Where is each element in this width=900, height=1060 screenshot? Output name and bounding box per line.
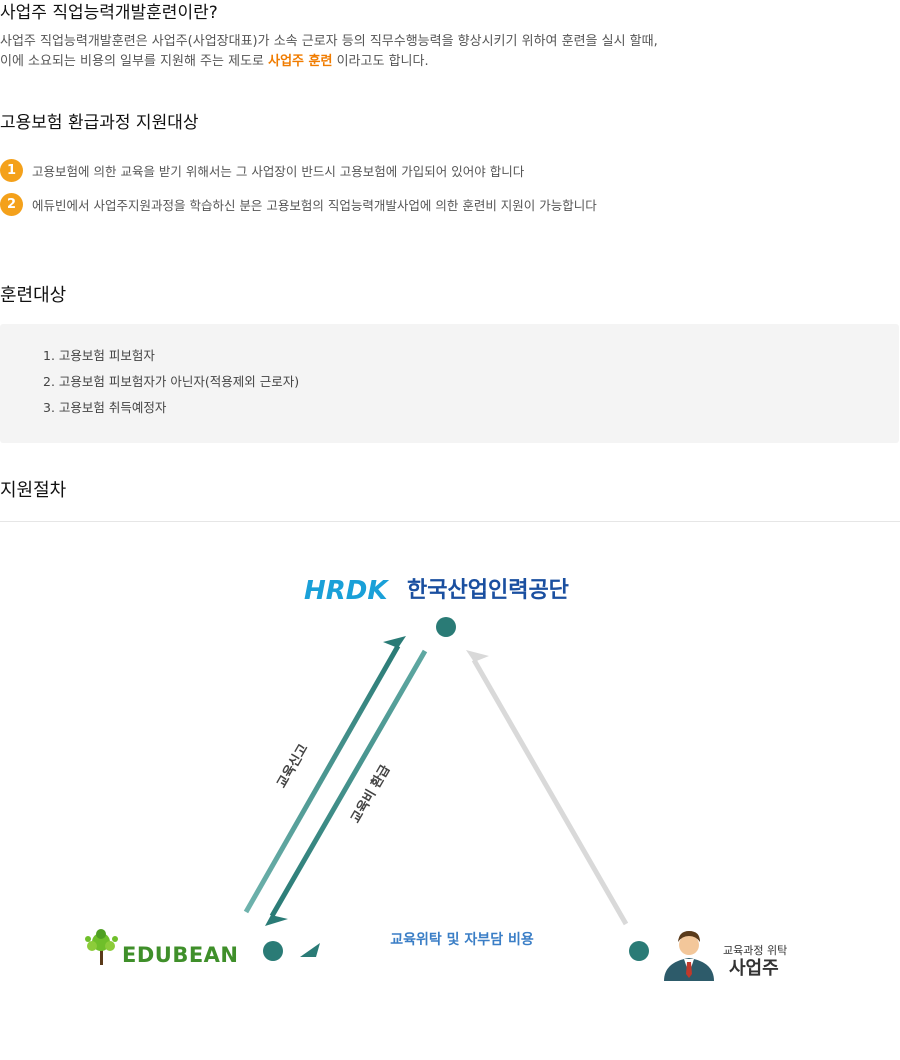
target-title: 훈련대상 (0, 285, 67, 306)
employer-node (629, 941, 649, 961)
page-title: 사업주 직업능력개발훈련이란? (0, 3, 218, 23)
divider (0, 521, 900, 522)
list-item: 1. 고용보험 피보험자 (43, 348, 155, 363)
edubean-logo: EDUBEAN (85, 929, 239, 967)
employer-name: 사업주 (729, 958, 779, 979)
procedure-diagram: HRDK 한국산업인력공단 교육신고 교육비 환급 교육위탁 및 자부담 비용 (85, 576, 787, 981)
hrdk-logo: HRDK 한국산업인력공단 (304, 576, 569, 606)
employer-arrow (466, 650, 629, 926)
list-item: 3. 고용보험 취득예정자 (43, 400, 167, 415)
hrdk-logo-text: HRDK (304, 576, 389, 606)
support-title: 고용보험 환급과정 지원대상 (0, 113, 199, 133)
hrdk-name: 한국산업인력공단 (407, 578, 569, 603)
businessman-icon (664, 931, 714, 981)
support-item: 2 에듀빈에서 사업주지원과정을 학습하신 분은 고용보험의 직업능력개발사업에… (0, 192, 597, 216)
intro-line-2-pre: 이에 소요되는 비용의 일부를 지원해 주는 제도로 (0, 54, 269, 69)
intro-line-2-post: 이라고도 합니다. (332, 54, 429, 69)
intro-line-2: 이에 소요되는 비용의 일부를 지원해 주는 제도로 사업주 훈련 이라고도 합… (0, 52, 900, 72)
target-list: 1. 고용보험 피보험자 2. 고용보험 피보험자가 아닌자(적용제외 근로자)… (43, 345, 299, 423)
intro-text: 사업주 직업능력개발훈련은 사업주(사업장대표)가 소속 근로자 등의 직무수행… (0, 32, 900, 72)
refund-arrow (265, 649, 428, 926)
employer-caption: 교육과정 위탁 (723, 944, 787, 957)
hrdk-node (436, 617, 456, 637)
edubean-logo-text: EDUBEAN (122, 943, 239, 967)
target-box: 1. 고용보험 피보험자 2. 고용보험 피보험자가 아닌자(적용제외 근로자)… (0, 324, 899, 443)
number-badge-icon: 2 (0, 192, 23, 216)
procedure-title: 지원절차 (0, 480, 67, 501)
apply-arrow (243, 636, 406, 914)
bottom-arrow (300, 943, 618, 958)
list-item: 2. 고용보험 피보험자가 아닌자(적용제외 근로자) (43, 374, 300, 389)
number-badge-icon: 1 (0, 158, 23, 182)
support-item-text: 고용보험에 의한 교육을 받기 위해서는 그 사업장이 반드시 고용보험에 가입… (32, 163, 525, 179)
apply-label: 교육신고 (274, 741, 312, 790)
edubean-node (263, 941, 283, 961)
support-item-text: 에듀빈에서 사업주지원과정을 학습하신 분은 고용보험의 직업능력개발사업에 의… (32, 197, 597, 213)
tree-icon (85, 929, 118, 965)
support-item: 1 고용보험에 의한 교육을 받기 위해서는 그 사업장이 반드시 고용보험에 … (0, 158, 524, 182)
bottom-label: 교육위탁 및 자부담 비용 (390, 931, 534, 948)
intro-line-1: 사업주 직업능력개발훈련은 사업주(사업장대표)가 소속 근로자 등의 직무수행… (0, 34, 658, 49)
intro-highlight: 사업주 훈련 (268, 54, 333, 69)
